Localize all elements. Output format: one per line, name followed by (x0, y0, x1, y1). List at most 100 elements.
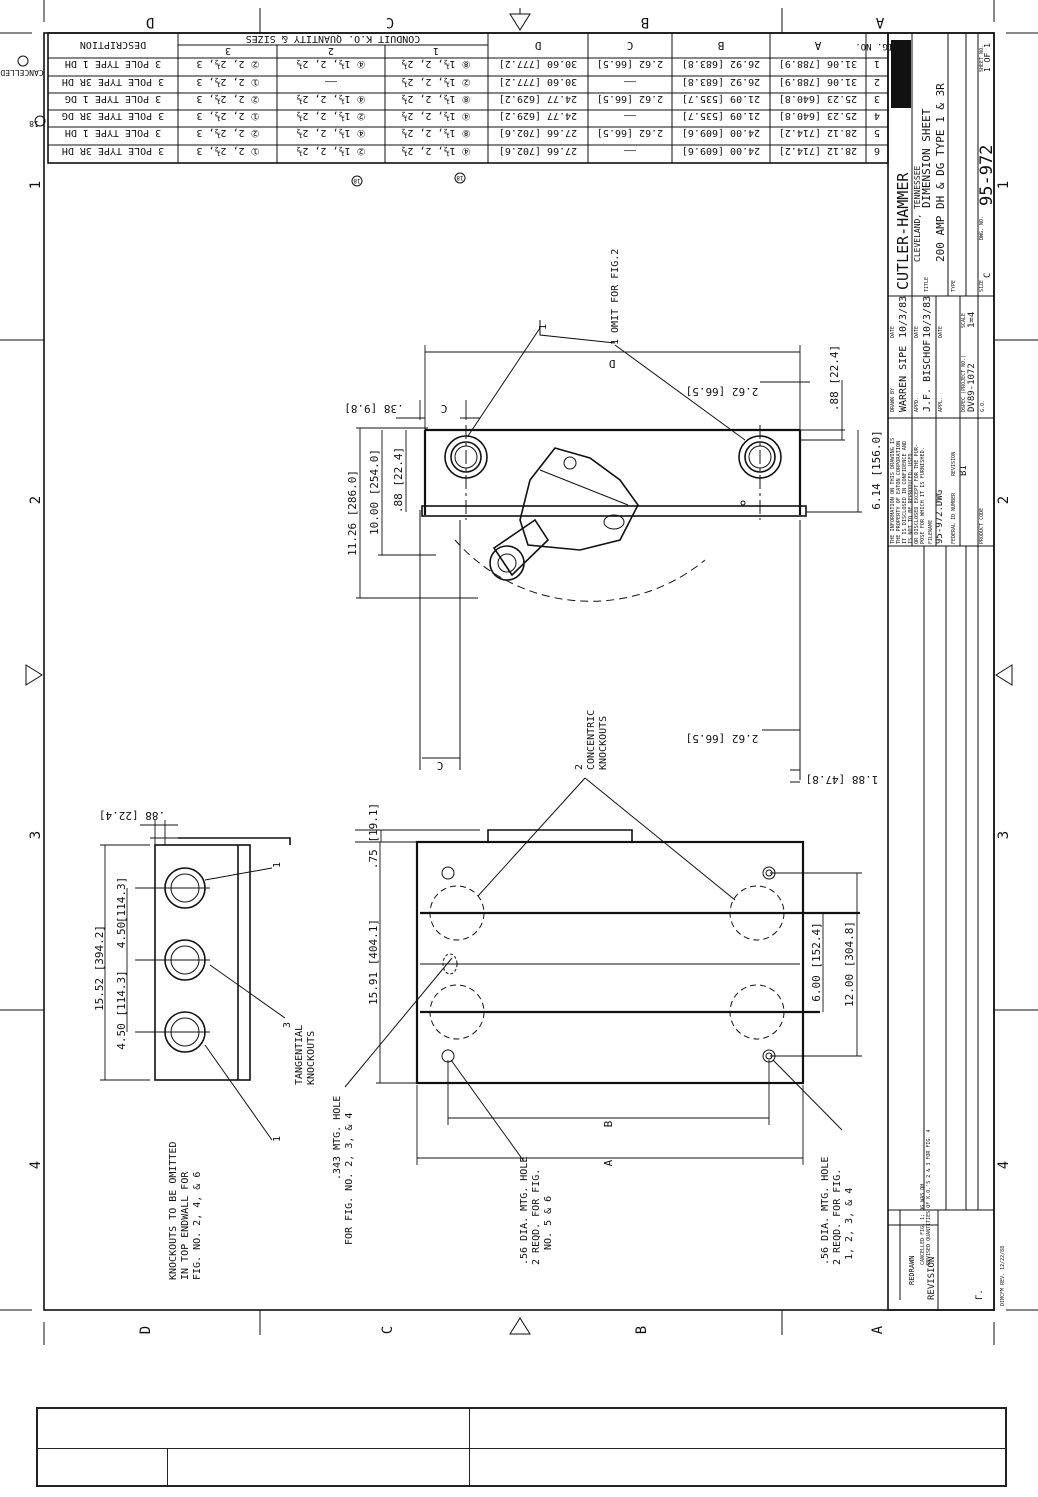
footer-cell-top-left (37, 1408, 470, 1449)
footer-cell-bottom-right (469, 1448, 1006, 1486)
table-cell-ko-2: ④ 1½, 2, 2½ (296, 58, 365, 70)
table-cell-ko-2: ② 1½, 2, 2½ (296, 145, 365, 157)
table-cell-b: 26.92 [683.8] (682, 76, 760, 87)
zone-left-1: 1 (28, 181, 44, 189)
table-cell-description: 3 POLE TYPE 3R DH (62, 145, 164, 156)
drawn-by: WARREN SIPE (898, 346, 909, 412)
zone-bottom-a: A (870, 1325, 886, 1334)
proprietary-line-6: POSE FOR WHICH IT IS FURNISHED. (920, 447, 926, 544)
footer-cell-bottom-left (37, 1448, 168, 1486)
drawn-by-label: DRAWN BY (890, 388, 896, 412)
table-cell-a: 25.23 [640.8] (779, 93, 857, 104)
appd-date-label: DATE (914, 326, 920, 338)
table-cell-ko-2: —— (324, 76, 337, 87)
zone-left-3: 3 (28, 831, 44, 839)
sheet-label: SHEET NO. (979, 45, 985, 72)
table-cell-c: —— (623, 76, 636, 87)
dim-b: B (602, 1120, 615, 1127)
scale-label: SCALE (961, 313, 967, 328)
table-cell-fig-no: 4 (874, 110, 880, 121)
form-number: DIMCFM REV. 12/22/88 (1000, 1246, 1006, 1306)
top-view-dimensions: 11.26 [286.0] 10.00 [254.0] .88 [22.4] .… (344, 249, 883, 599)
endwall-view: 15.52 [394.2] 4.50 [114.3] 4.50 [114.3] … (93, 809, 317, 1280)
dim-15-52: 15.52 [394.2] (93, 925, 106, 1011)
table-cell-ko-1: ⑧ 1½, 2, 2½ (401, 127, 470, 139)
proprietary-line-2: THE PROPERTY OF EATON CORPORATION (896, 441, 902, 544)
table-cell-d: 24.77 [629.2] (499, 93, 577, 104)
hole-56a-note-3: NO. 5 & 6 (543, 1196, 554, 1250)
ko-omitted-note-3: FIG. NO. 2, 4, & 6 (192, 1172, 203, 1280)
appd-label: APPD. (914, 397, 920, 412)
company-location: CLEVELAND, TENNESSEE (913, 165, 922, 262)
dspec-value: DV89-1072 (967, 363, 977, 412)
dim-075: .75 [19.1] (367, 803, 380, 869)
eaton-logo (891, 40, 911, 108)
zone-right-3: 3 (996, 831, 1012, 839)
hole-56b-note-3: 1, 2, 3, & 4 (844, 1188, 855, 1260)
revision-value: B1 (959, 465, 969, 476)
appl-date-label: DATE (938, 326, 944, 338)
footer-cell-top-right (469, 1408, 1006, 1449)
hole-56b-note-2: 2 REQD. FOR FIG. (832, 1169, 843, 1265)
table-cell-d: 24.77 [629.2] (499, 110, 577, 121)
header-fig-no: FIG. NO. (855, 41, 898, 51)
zone-right-4: 4 (996, 1161, 1012, 1169)
center-arrow-bottom (509, 1317, 531, 1335)
table-cell-c: 2.62 [66.5] (597, 58, 663, 69)
mounting-rail (421, 505, 807, 517)
ko-omitted-note-1: KNOCKOUTS TO BE OMITTED (168, 1142, 179, 1280)
header-c: C (627, 39, 634, 52)
drawn-date: 10/3/83 (898, 296, 909, 338)
header-d: D (535, 39, 542, 52)
table-cell-b: 24.00 [609.6] (682, 145, 760, 156)
proprietary-line-1: THE INFORMATION ON THIS DRAWING IS (890, 438, 896, 544)
corner-marks (0, 0, 1038, 1345)
table-cell-d: 30.60 [777.2] (499, 58, 577, 69)
enclosure-outline (415, 840, 805, 1085)
table-cell-ko-3: ① 2, 2½, 3 (196, 110, 259, 122)
table-cell-b: 21.09 [535.7] (682, 110, 760, 121)
dim-10-00: 10.00 [254.0] (368, 449, 381, 535)
header-b: B (717, 39, 724, 52)
proprietary-line-5: OR DISCLOSED EXCEPT FOR THE PUR- (914, 444, 920, 544)
revision-marker-4 (34, 115, 46, 127)
zone-bottom-b: B (634, 1326, 650, 1334)
center-arrow-top (509, 8, 531, 31)
table-cell-ko-1: ⑧ 1½, 2, 2½ (401, 93, 470, 105)
revision-marker-2 (454, 172, 466, 184)
proprietary-line-3: IT IS DISCLOSED IN CONFIDENCE AND (902, 441, 908, 544)
scale-value: 1=4 (967, 312, 977, 328)
dimension-table: CONDUIT K.O. QUANTITY & SIZES 3 2 1 DESC… (0, 32, 899, 164)
top-view (421, 425, 807, 602)
table-cell-ko-1: ② 1½, 2, 2½ (401, 76, 470, 88)
header-k2: 2 (328, 45, 334, 56)
tangential-qty: 3 (282, 1022, 293, 1028)
table-cell-ko-3: ② 2, 2½, 3 (196, 127, 259, 139)
hole-56a-note-2: 2 REQD. FOR FIG. (531, 1169, 542, 1265)
ko-omitted-note-2: IN TOP ENDWALL FOR (180, 1171, 191, 1280)
zone-left-4: 4 (28, 1161, 44, 1169)
dwg-no: 95-972 (977, 145, 997, 206)
dim-6-00: 6.00 [152.4] (810, 922, 823, 1001)
callout-1-bottom: 1 (272, 1136, 283, 1142)
table-cell-ko-3: ② 2, 2½, 3 (196, 93, 259, 105)
zone-left-2: 2 (28, 496, 44, 504)
table-cell-b: 26.92 [683.8] (682, 58, 760, 69)
title-label: TITLE (924, 277, 930, 292)
operating-handle (492, 518, 550, 577)
table-cell-c: 2.62 [66.5] (597, 127, 663, 138)
table-cell-d: 30.60 [777.2] (499, 76, 577, 87)
table-cell-b: 24.00 [609.6] (682, 127, 760, 138)
tangential-label-1: TANGENTIAL (294, 1025, 305, 1085)
table-cell-ko-3: ① 2, 2½, 3 (196, 145, 259, 157)
company-name: CUTLER-HAMMER (894, 172, 912, 290)
title-line-1: DIMENSION SHEET (920, 108, 933, 208)
sheet-value: 1 OF 1 (983, 43, 992, 72)
mtg-hole-tl (441, 866, 455, 880)
table-cell-a: 31.06 [788.9] (779, 58, 857, 69)
zone-right-1: 1 (996, 181, 1012, 189)
dspec-label: DSPEC (PROJECT NO.) (961, 355, 967, 412)
table-cell-description: 3 POLE TYPE 1 DH (65, 127, 161, 138)
table-cell-c: 2.62 [66.5] (597, 93, 663, 104)
dim-15-91: 15.91 [404.1] (367, 919, 380, 1005)
